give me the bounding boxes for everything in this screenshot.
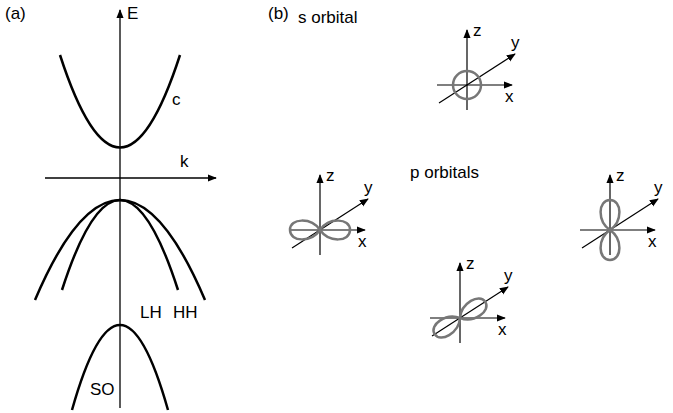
px-orbital-shape xyxy=(290,221,350,240)
axis-label: z xyxy=(326,166,335,186)
axis-label: z xyxy=(616,166,625,186)
band-label: HH xyxy=(173,303,198,323)
heavy-hole-band xyxy=(35,200,205,300)
z-axis xyxy=(319,175,320,255)
axis-label: z xyxy=(466,254,475,274)
panel-label: (b) xyxy=(268,4,289,24)
band-diagram xyxy=(35,10,216,410)
s-orbital-plot xyxy=(437,30,515,110)
split-off-band xyxy=(72,325,168,410)
orbital-heading: s orbital xyxy=(298,8,358,28)
z-axis xyxy=(459,263,460,343)
px-orbital-plot xyxy=(290,175,368,255)
x-axis xyxy=(290,229,365,230)
energy-axis xyxy=(119,10,120,408)
light-hole-band xyxy=(62,200,178,290)
axis-label: k xyxy=(180,152,189,172)
axis-label: x xyxy=(358,232,367,252)
x-axis xyxy=(580,229,655,230)
band-label: c xyxy=(172,90,181,110)
axis-label: y xyxy=(511,33,520,53)
axis-label: x xyxy=(505,87,514,107)
y-axis xyxy=(439,54,515,103)
k-axis xyxy=(45,177,216,178)
axis-label: x xyxy=(648,232,657,252)
axis-label: x xyxy=(498,320,507,340)
band-label: LH xyxy=(140,303,162,323)
y-axis xyxy=(582,199,658,248)
panel-label: (a) xyxy=(5,4,26,24)
z-axis xyxy=(609,175,610,255)
axis-label: z xyxy=(473,21,482,41)
s-orbital-shape xyxy=(453,71,481,99)
band-label: SO xyxy=(90,380,115,400)
axis-label: y xyxy=(364,178,373,198)
axis-label: E xyxy=(127,4,138,24)
y-axis xyxy=(292,199,368,248)
y-axis xyxy=(432,287,508,336)
py-orbital-shape xyxy=(430,295,490,342)
axis-label: y xyxy=(504,266,513,286)
orbital-heading: p orbitals xyxy=(410,163,479,183)
x-axis xyxy=(437,84,512,85)
py-orbital-plot xyxy=(430,263,508,343)
pz-orbital-shape xyxy=(601,200,620,260)
axis-label: y xyxy=(654,178,663,198)
pz-orbital-plot xyxy=(580,175,658,260)
conduction-band xyxy=(60,55,180,148)
